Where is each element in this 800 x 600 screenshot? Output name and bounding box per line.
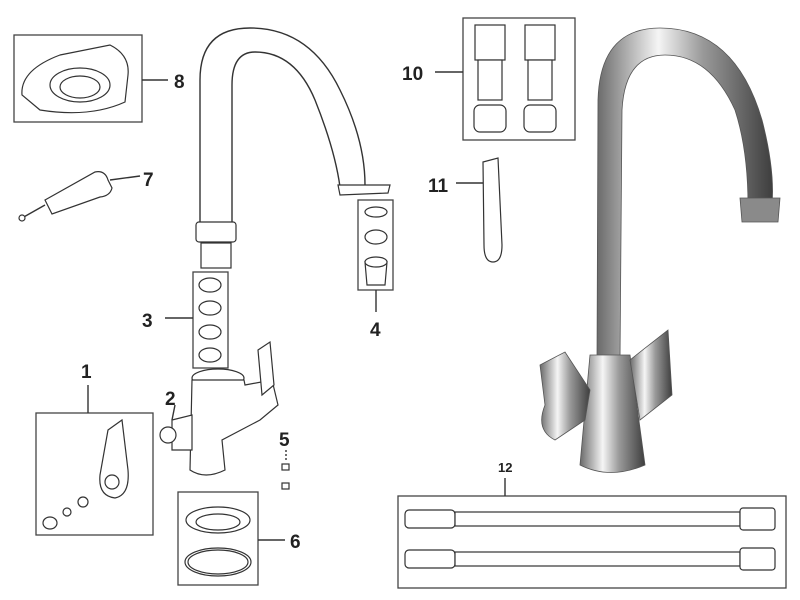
part-8-base-plate: 8 (13, 34, 185, 123)
label-6: 6 (290, 532, 301, 553)
part-3-o-rings: 3 (142, 271, 229, 369)
tap-body: 2 (159, 340, 279, 476)
label-8: 8 (174, 72, 185, 93)
label-11: 11 (428, 176, 449, 197)
part-10-isolating-valves: 10 (402, 17, 576, 141)
part-6-base-seal: 6 (177, 491, 301, 586)
part-1-handle: 1 (35, 362, 154, 536)
label-7: 7 (143, 170, 154, 191)
label-3: 3 (142, 311, 153, 332)
assembled-tap-photo (539, 27, 781, 473)
label-1: 1 (81, 362, 92, 383)
label-4: 4 (370, 320, 381, 341)
part-4-aerator: 4 (357, 199, 394, 341)
label-5: 5 (279, 430, 290, 451)
part-7-tool: 7 (18, 170, 154, 222)
part-11-ptfe-tube: 11 (428, 157, 503, 263)
label-2: 2 (165, 389, 176, 410)
part-5-grub-screws: 5 (279, 430, 290, 490)
label-10: 10 (402, 64, 423, 85)
part-12-flexible-hoses: 12 (397, 460, 787, 589)
spout (195, 27, 391, 269)
label-12: 12 (498, 460, 512, 475)
